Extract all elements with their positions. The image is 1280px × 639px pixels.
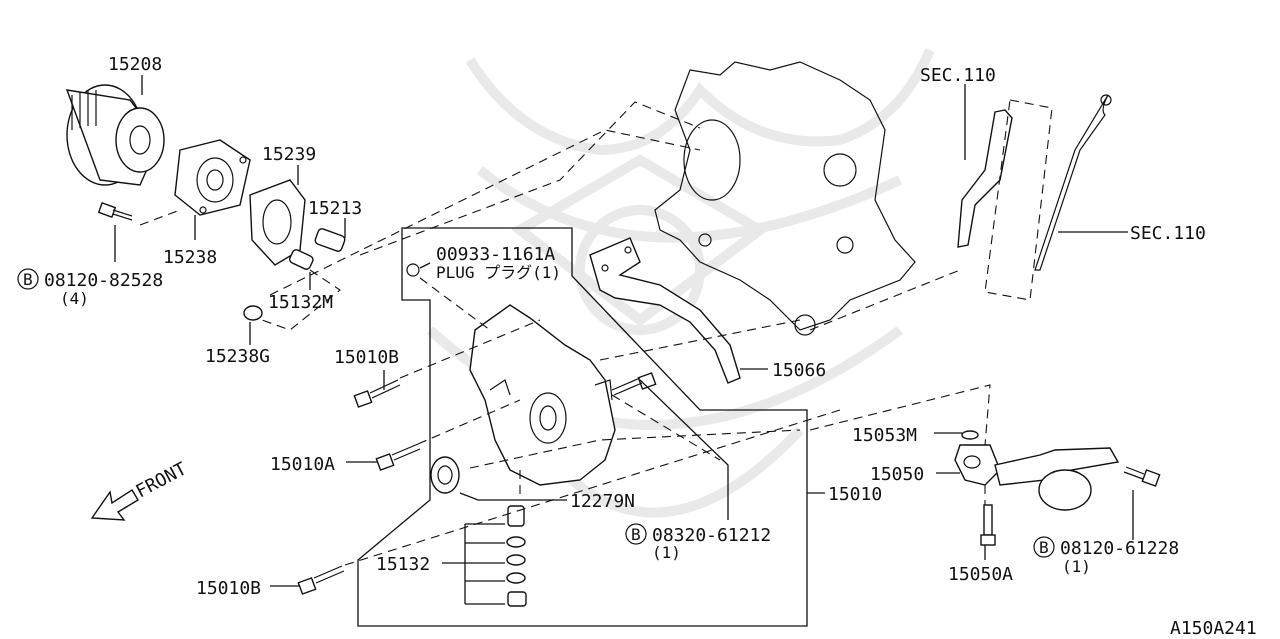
label-15132m: 15132M [268, 292, 333, 313]
oil-filter-15208 [65, 84, 165, 186]
oil-strainer-15050 [954, 444, 1120, 511]
cap-15238g [243, 305, 263, 321]
label-15066: 15066 [772, 360, 826, 381]
relief-valve-stack-15132 [506, 505, 527, 607]
label-15010b-top: 15010B [334, 347, 399, 368]
b-marker-1: B [23, 270, 33, 289]
label-bolt-08120-82528-qty: (4) [60, 289, 89, 308]
bolt-08120-61228 [1123, 466, 1161, 487]
label-15132: 15132 [376, 554, 430, 575]
group-frame-15010 [357, 227, 808, 627]
dipstick [1034, 94, 1112, 271]
bolt-15010b-bottom [297, 565, 345, 595]
label-15208: 15208 [108, 54, 162, 75]
label-bolt-08120-82528: 08120-82528 [44, 270, 163, 291]
valve-15132m [289, 249, 314, 270]
label-15010: 15010 [828, 484, 882, 505]
b-marker-3: B [1039, 538, 1049, 557]
b-marker-icon-3 [1033, 536, 1055, 558]
dipstick-tube [957, 109, 1013, 248]
label-15053m: 15053M [852, 425, 917, 446]
label-15010b-bottom: 15010B [196, 578, 261, 599]
bolt-08120-82528 [97, 202, 133, 221]
oring-15053m [961, 430, 979, 440]
bolt-15050a [980, 504, 996, 546]
label-bolt-08320-61212: 08320-61212 [652, 525, 771, 546]
label-15050: 15050 [870, 464, 924, 485]
gasket-15066 [589, 237, 741, 384]
assembly-lines [139, 101, 991, 566]
fitting-15213 [314, 228, 346, 252]
label-plug-name: PLUG プラグ(1) [436, 263, 561, 282]
filter-bracket-15238 [174, 139, 251, 216]
label-15239: 15239 [262, 144, 316, 165]
bolt-08320-61212 [611, 372, 657, 396]
b-marker-icon [17, 268, 39, 290]
label-12279n: 12279N [570, 491, 635, 512]
diagram-code: A150A241 [1170, 618, 1257, 639]
label-sec110-right: SEC.110 [1130, 223, 1206, 244]
label-15238g: 15238G [205, 346, 270, 367]
dipstick-box [984, 99, 1053, 301]
gasket-15239 [249, 179, 306, 266]
label-bolt-08120-61228-qty: (1) [1062, 557, 1091, 576]
b-marker-2: B [631, 525, 641, 544]
bolt-15010a [375, 443, 421, 471]
leader-lines [114, 75, 1134, 605]
engine-block [654, 61, 916, 336]
label-15010a: 15010A [270, 454, 335, 475]
label-sec110-top: SEC.110 [920, 65, 996, 86]
label-15213: 15213 [308, 198, 362, 219]
front-arrow-icon [90, 489, 139, 521]
b-marker-icon-2 [625, 523, 647, 545]
label-15050a: 15050A [948, 564, 1013, 585]
label-bolt-08320-61212-qty: (1) [652, 543, 681, 562]
bolt-15010b-top [353, 379, 401, 408]
seal-12279n [430, 456, 460, 494]
label-front: FRONT [132, 458, 190, 502]
label-bolt-08120-61228: 08120-61228 [1060, 538, 1179, 559]
oil-pump-body-15010 [406, 263, 616, 486]
label-15238: 15238 [163, 247, 217, 268]
label-plug-part-number: 00933-1161A [436, 244, 555, 265]
